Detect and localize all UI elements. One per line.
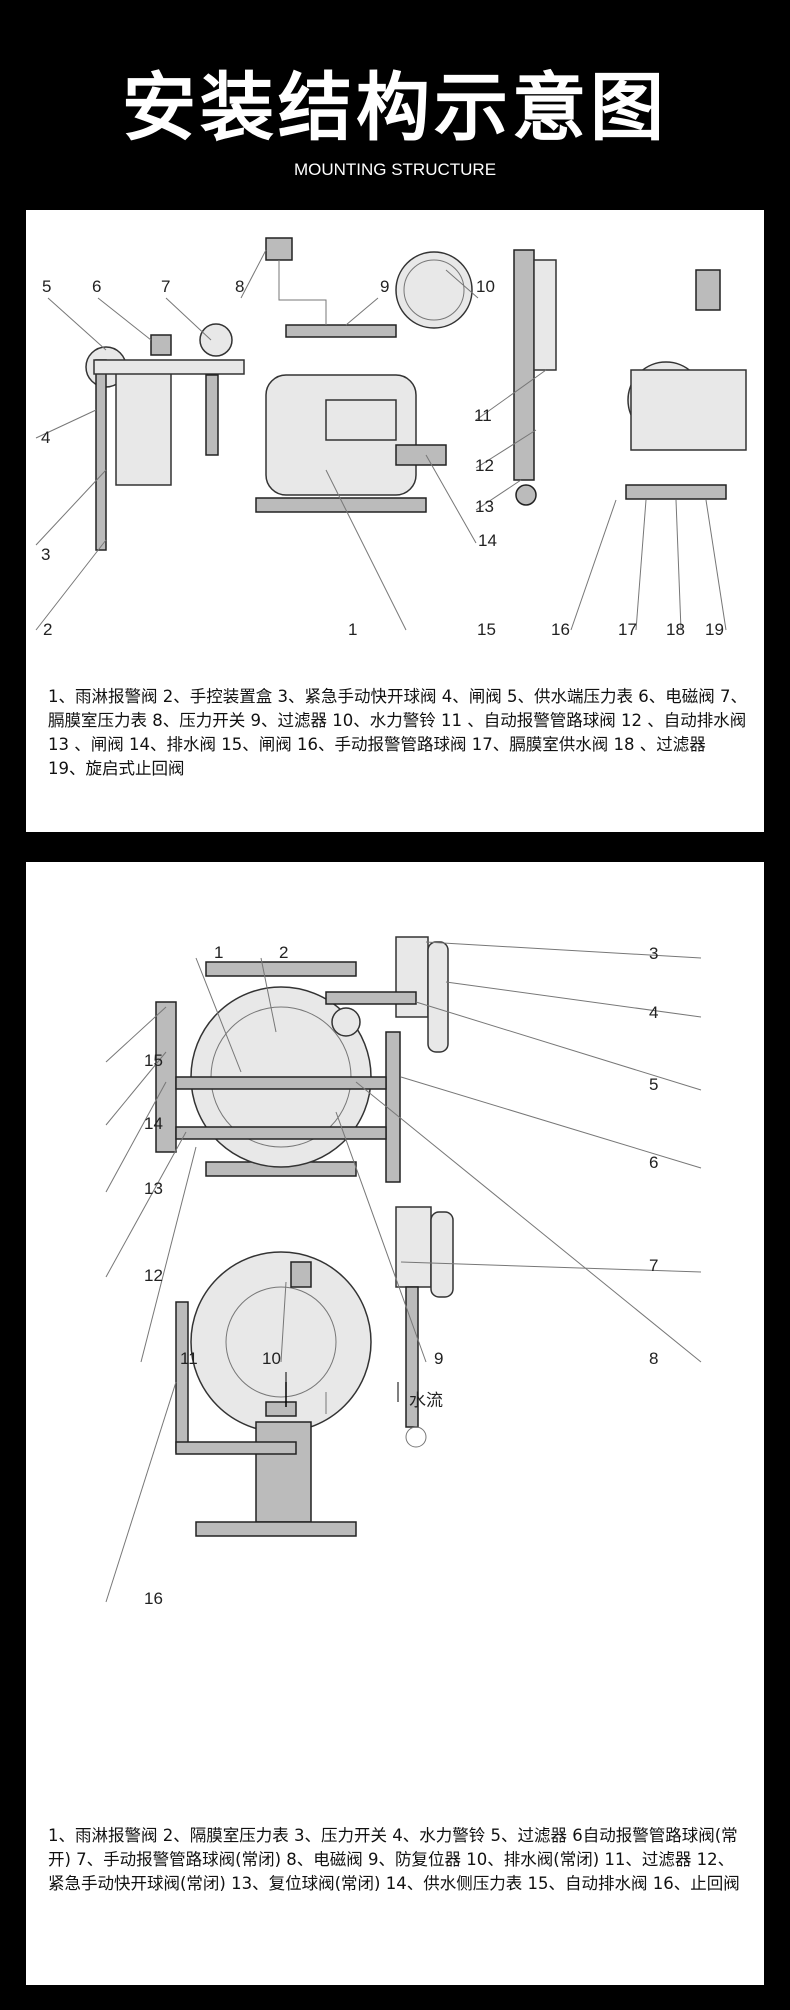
callout-8: 8	[235, 277, 244, 296]
page-title: 安装结构示意图	[122, 65, 668, 151]
callout-1: 1	[348, 620, 357, 639]
callout-10: 10	[262, 1349, 281, 1368]
callout-5: 5	[649, 1075, 658, 1094]
callout-16: 16	[144, 1589, 163, 1608]
callout-7: 7	[649, 1256, 658, 1275]
callout-11: 11	[474, 406, 492, 425]
center-view	[255, 237, 473, 513]
callout-12: 12	[475, 456, 494, 475]
callout-2: 2	[43, 620, 52, 639]
callout-12: 12	[144, 1266, 163, 1285]
right-view	[513, 249, 747, 506]
callout-15: 15	[144, 1051, 163, 1070]
valve-diagram-2: 1 2 3 4 5 6 7 8 9 10 11 12 13 14 15 16 水…	[105, 936, 702, 1608]
flow-direction-label: 水流	[409, 1391, 443, 1410]
callout-9: 9	[434, 1349, 443, 1368]
upper-view	[155, 936, 449, 1183]
callout-8: 8	[649, 1349, 658, 1368]
callout-6: 6	[92, 277, 101, 296]
callout-19: 19	[705, 620, 724, 639]
callout-18: 18	[666, 620, 685, 639]
callout-15: 15	[477, 620, 496, 639]
callout-2: 2	[279, 943, 288, 962]
callout-7: 7	[161, 277, 170, 296]
callout-13: 13	[475, 497, 494, 516]
callout-6: 6	[649, 1153, 658, 1172]
callout-lines	[35, 249, 727, 631]
callout-14: 14	[144, 1114, 163, 1133]
callout-3: 3	[649, 944, 658, 963]
callout-4: 4	[649, 1003, 658, 1022]
page-subtitle: MOUNTING STRUCTURE	[293, 160, 497, 179]
callout-11: 11	[180, 1349, 198, 1368]
callout-10: 10	[476, 277, 495, 296]
callout-9: 9	[380, 277, 389, 296]
callout-numbers: 1 2 3 4 5 6 7 8 9 10 11 12 13 14 15 16 1…	[41, 277, 724, 639]
callout-3: 3	[41, 545, 50, 564]
callout-numbers: 1 2 3 4 5 6 7 8 9 10 11 12 13 14 15 16 水…	[144, 943, 658, 1608]
valve-diagram-1: 1 2 3 4 5 6 7 8 9 10 11 12 13 14 15 16 1…	[35, 237, 747, 639]
callout-1: 1	[214, 943, 223, 962]
lower-view	[175, 1206, 454, 1537]
legend-caption-1: 1、雨淋报警阀 2、手控装置盒 3、紧急手动快开球阀 4、闸阀 5、供水端压力表…	[48, 687, 747, 778]
callout-16: 16	[551, 620, 570, 639]
callout-5: 5	[42, 277, 51, 296]
diagram-panel-1: 1 2 3 4 5 6 7 8 9 10 11 12 13 14 15 16 1…	[26, 210, 764, 832]
legend-caption-2: 1、雨淋报警阀 2、隔膜室压力表 3、压力开关 4、水力警铃 5、过滤器 6自动…	[48, 1826, 740, 1893]
callout-lines	[105, 941, 702, 1603]
diagram-panel-2: 1 2 3 4 5 6 7 8 9 10 11 12 13 14 15 16 水…	[26, 862, 764, 1985]
callout-13: 13	[144, 1179, 163, 1198]
callout-14: 14	[478, 531, 497, 550]
callout-17: 17	[618, 620, 637, 639]
left-view	[85, 323, 245, 551]
callout-4: 4	[41, 428, 50, 447]
